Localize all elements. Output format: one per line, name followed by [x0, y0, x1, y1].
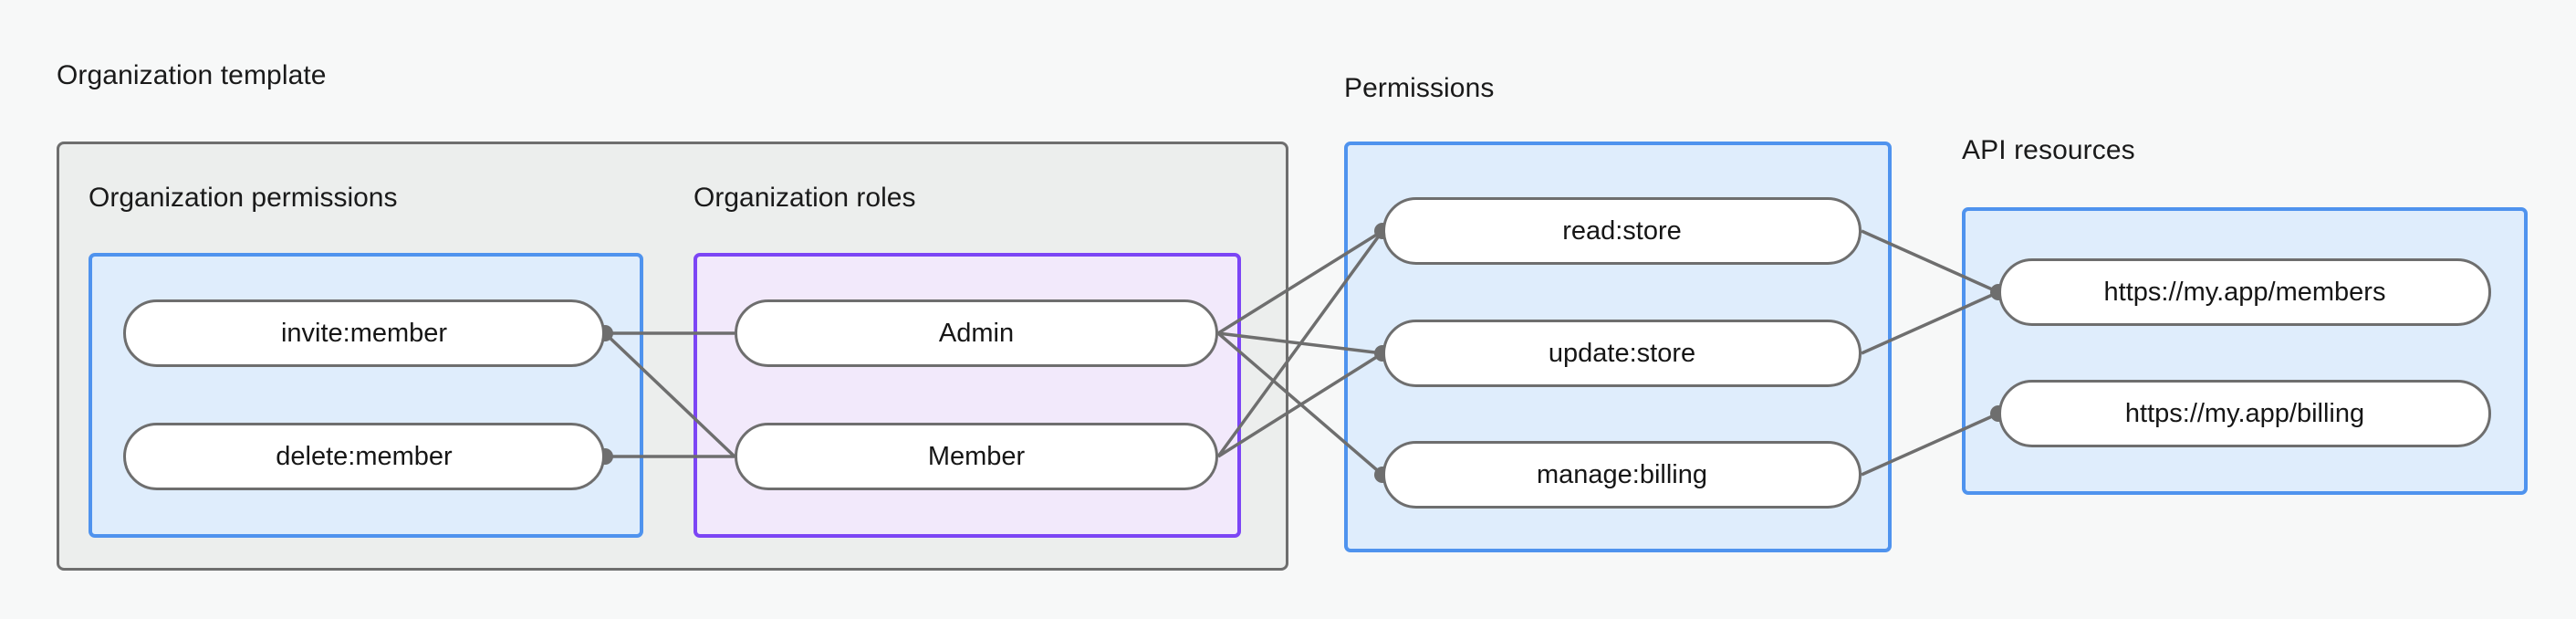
organization-template-title: Organization template — [57, 60, 327, 90]
node-members-resource[interactable]: https://my.app/members — [1998, 258, 2491, 326]
organization-roles-title: Organization roles — [694, 183, 916, 213]
node-admin[interactable]: Admin — [735, 299, 1218, 367]
organization-roles-box — [694, 253, 1241, 538]
organization-permissions-box — [89, 253, 643, 538]
node-member[interactable]: Member — [735, 423, 1218, 490]
api-resources-title: API resources — [1962, 135, 2135, 165]
node-delete-member[interactable]: delete:member — [123, 423, 605, 490]
permissions-title: Permissions — [1344, 73, 1495, 103]
node-billing-resource[interactable]: https://my.app/billing — [1998, 380, 2491, 447]
organization-permissions-title: Organization permissions — [89, 183, 398, 213]
node-update-store[interactable]: update:store — [1382, 320, 1862, 387]
api-resources-box — [1962, 207, 2528, 495]
node-manage-billing[interactable]: manage:billing — [1382, 441, 1862, 509]
node-read-store[interactable]: read:store — [1382, 197, 1862, 265]
node-invite-member[interactable]: invite:member — [123, 299, 605, 367]
